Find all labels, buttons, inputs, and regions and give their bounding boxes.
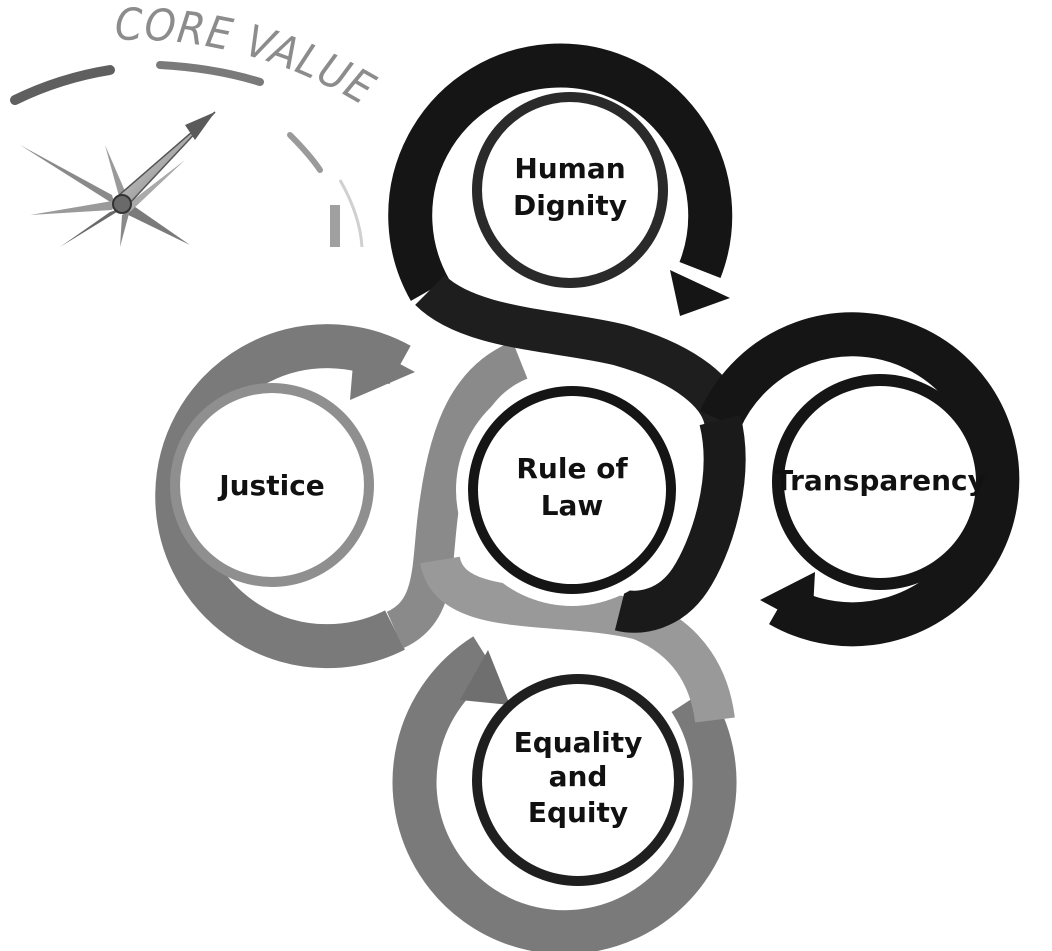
node-justice: Justice bbox=[170, 383, 374, 587]
node-justice-label: Justice bbox=[217, 469, 325, 502]
node-transparency: Transparency bbox=[772, 374, 988, 590]
node-equality-label-3: Equity bbox=[528, 796, 628, 829]
compass-icon bbox=[10, 61, 364, 248]
dark-swirl-right bbox=[614, 312, 1020, 647]
node-rule-of-law: Rule of Law bbox=[456, 374, 688, 606]
node-equality-and-equity: Equality and Equity bbox=[472, 674, 684, 886]
node-human-dignity-label-2: Dignity bbox=[513, 189, 627, 222]
node-equality-label-1: Equality bbox=[514, 726, 643, 759]
node-transparency-label: Transparency bbox=[774, 464, 986, 497]
node-equality-label-2: and bbox=[549, 760, 608, 793]
node-rule-of-law-label-2: Law bbox=[541, 489, 604, 522]
diagram-title: CORE VALUES bbox=[0, 0, 384, 116]
node-human-dignity-label-1: Human bbox=[514, 152, 625, 185]
node-human-dignity: Human Dignity bbox=[472, 92, 668, 288]
node-rule-of-law-label-1: Rule of bbox=[516, 452, 628, 485]
